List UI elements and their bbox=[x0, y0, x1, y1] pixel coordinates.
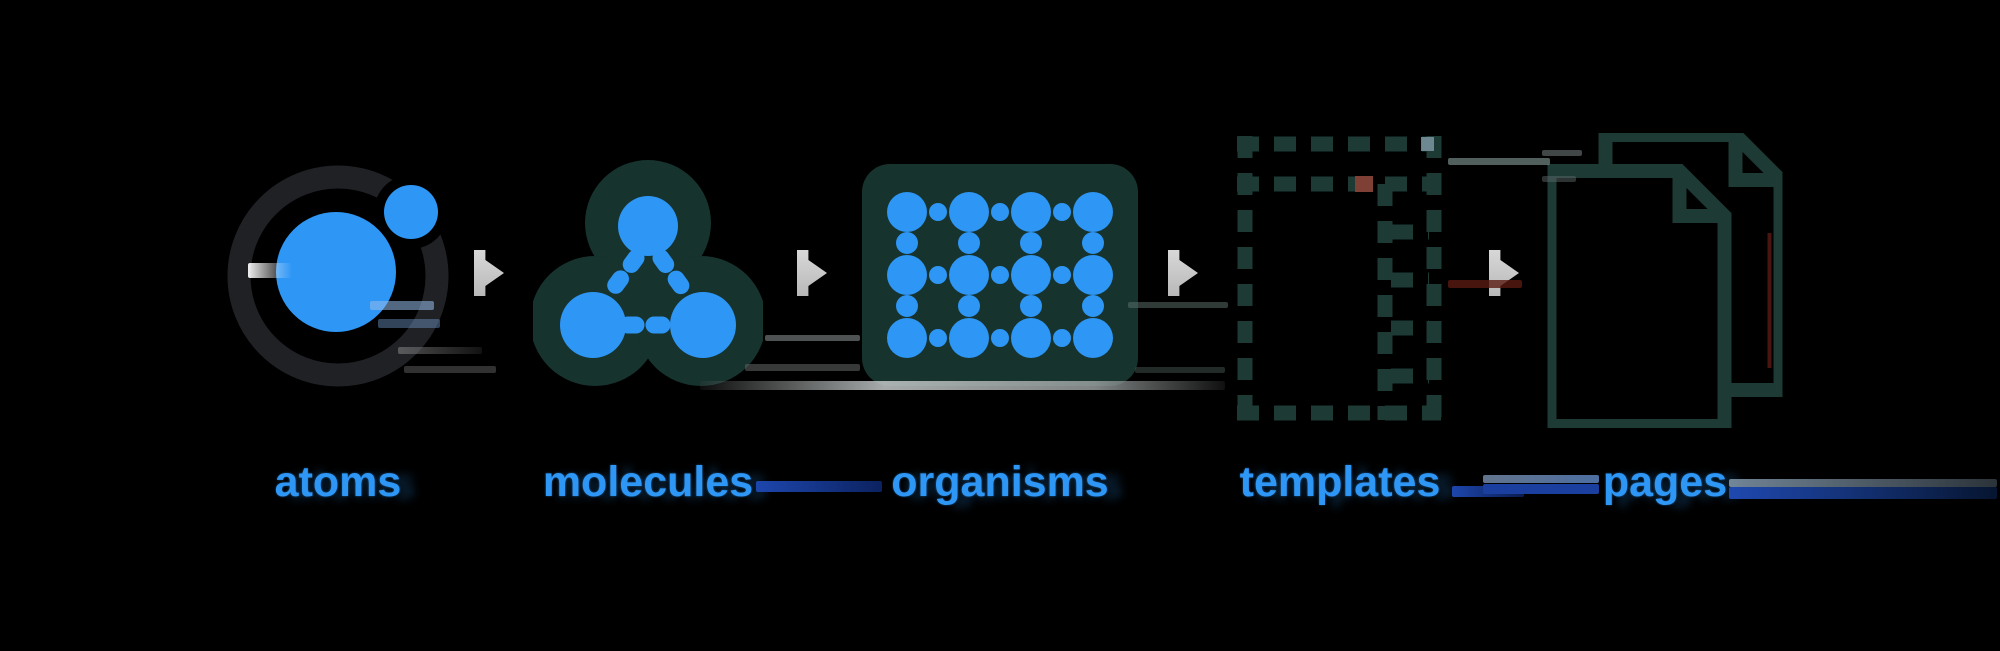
stage-label-molecules: molecules bbox=[542, 458, 754, 506]
blue-accent-dash bbox=[1421, 137, 1434, 151]
atom-icon bbox=[227, 165, 449, 387]
right-arrow-icon bbox=[797, 250, 827, 296]
stage-molecules: molecules bbox=[488, 120, 808, 540]
red-accent-dash bbox=[1355, 176, 1373, 192]
stage-label-organisms: organisms bbox=[891, 458, 1109, 506]
stage-organisms: organisms bbox=[840, 120, 1160, 540]
stage-pages: pages bbox=[1505, 120, 1825, 540]
stage-label-templates: templates bbox=[1239, 458, 1441, 506]
stage-label-atoms: atoms bbox=[274, 458, 402, 506]
page-documents-icon bbox=[1547, 133, 1783, 428]
molecule-icon bbox=[533, 160, 763, 386]
organism-grid-icon bbox=[862, 164, 1138, 386]
stage-label-pages: pages bbox=[1602, 458, 1728, 506]
stage-templates: templates bbox=[1180, 120, 1500, 540]
stage-atoms: atoms bbox=[178, 120, 498, 540]
template-wireframe-icon bbox=[1237, 136, 1442, 421]
